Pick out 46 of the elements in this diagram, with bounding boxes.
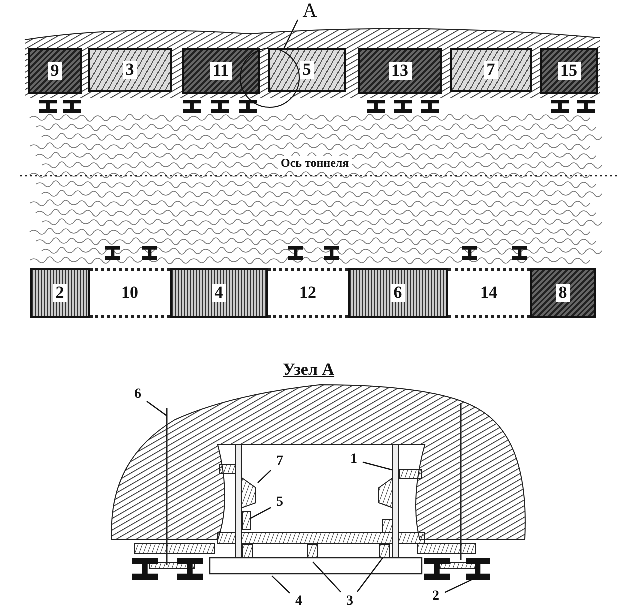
section-heading: Узел А: [283, 360, 335, 380]
leader-line: [258, 470, 272, 484]
callout-number: 1: [346, 451, 362, 469]
callout-number: 6: [130, 386, 146, 404]
lining-section: [170, 268, 268, 318]
detail-circle: [240, 48, 300, 108]
callout-number: 7: [272, 453, 288, 471]
callout-number: 3: [342, 593, 358, 611]
section-number: 2: [52, 284, 68, 302]
section-number: 9: [48, 62, 62, 80]
lining-section: [450, 48, 532, 92]
section-number: 8: [556, 284, 570, 302]
callout-number: 4: [291, 593, 307, 611]
axis-label: Ось тоннеля: [278, 156, 352, 171]
excavation-section: [268, 268, 348, 318]
section-number: 12: [298, 284, 318, 302]
lining-section: [30, 268, 90, 318]
lining-section: [540, 48, 598, 94]
lining-section: [358, 48, 442, 94]
lining-section: [182, 48, 260, 94]
callout-letter: А: [300, 0, 320, 22]
leader-line: [362, 462, 392, 471]
lining-section: [348, 268, 448, 318]
excavation-section: [448, 268, 530, 318]
lining-section: [530, 268, 596, 318]
lining-section: [88, 48, 172, 92]
section-number: 4: [212, 284, 226, 302]
section-number: 14: [480, 284, 498, 302]
leader-line: [357, 558, 384, 592]
callout-number: 5: [272, 494, 288, 512]
lining-section: [268, 48, 346, 92]
section-number: 15: [558, 62, 580, 80]
lining-section: [28, 48, 82, 94]
excavation-section: [90, 268, 170, 318]
callout-number: 2: [428, 588, 444, 606]
section-number: 10: [120, 284, 140, 302]
leader-line: [250, 507, 272, 520]
leader-line: [272, 576, 290, 594]
section-number: 6: [390, 284, 406, 302]
leader-line: [312, 562, 342, 593]
leader-line: [146, 401, 168, 416]
section-number: 7: [484, 60, 498, 80]
section-number: 13: [388, 62, 412, 80]
section-number: 3: [122, 60, 138, 80]
section-number: 5: [300, 60, 314, 80]
section-number: 11: [210, 62, 232, 80]
